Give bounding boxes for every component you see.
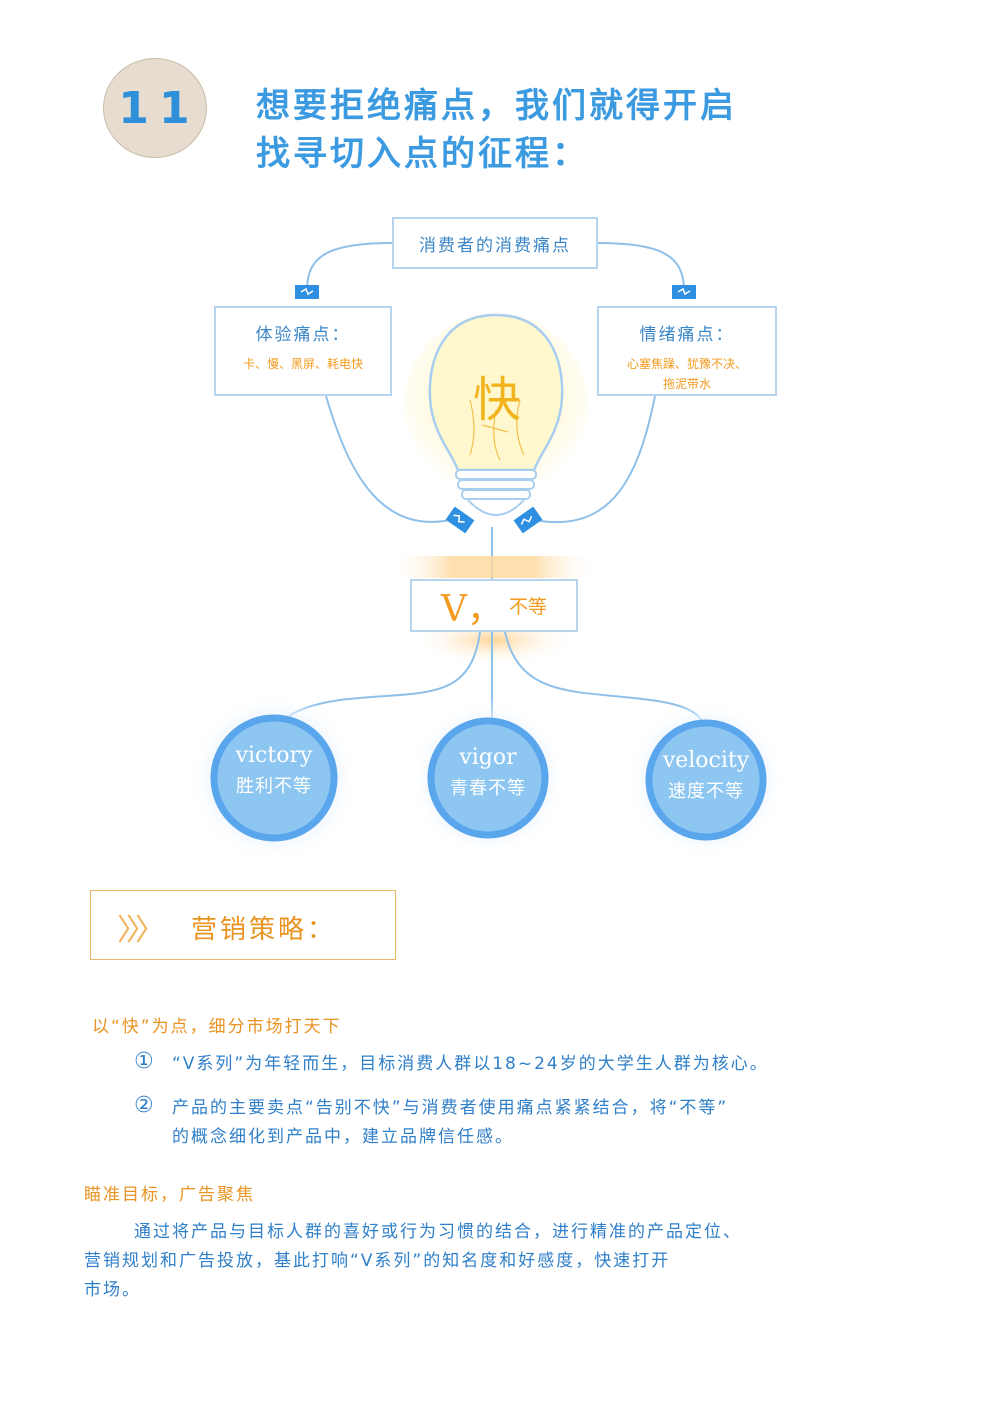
circle-2-cn: 青春不等: [450, 778, 526, 799]
consumer-pain-label: 消费者的消费痛点: [419, 235, 571, 256]
circle-3-cn: 速度不等: [668, 781, 744, 802]
bulb-tip: [467, 499, 525, 516]
orange-band: [390, 556, 596, 578]
circle-3-en: velocity: [662, 748, 750, 773]
bulb-base-1: [455, 469, 537, 480]
emotion-pain-detail-line1: 心塞焦躁、犹豫不决、: [626, 357, 747, 371]
v-series-box: V， 不等: [410, 579, 578, 632]
connector-top-left: [306, 242, 393, 291]
experience-pain-box: 体验痛点： 卡、慢、黑屏、耗电快: [214, 306, 392, 396]
emotion-pain-title: 情绪痛点：: [639, 325, 735, 345]
section2-line2: 营销规划和广告投放，基此打响“V系列”的知名度和好感度，快速打开: [84, 1251, 671, 1271]
circle-1: [210, 714, 338, 842]
bulb-character: 快: [472, 372, 521, 428]
section2-line1: 通过将产品与目标人群的喜好或行为习惯的结合，进行精准的产品定位、: [134, 1222, 742, 1242]
circle-1-text: victory 胜利不等: [214, 743, 334, 798]
chevron-right-icon: 〉〉〉: [117, 913, 165, 948]
badge-number: 11: [118, 82, 200, 134]
number-badge: 11: [103, 58, 207, 158]
bulb-plug-right: [513, 506, 543, 534]
bulb-plug-left: [445, 506, 475, 534]
circle-3: [645, 719, 767, 841]
connector-right-bulb: [534, 395, 656, 524]
experience-pain-title: 体验痛点：: [255, 325, 351, 345]
item2-text-line2: 的概念细化到产品中，建立品牌信任感。: [172, 1127, 514, 1147]
circle-1-cn: 胜利不等: [236, 776, 312, 797]
item1-number: ①: [134, 1049, 154, 1074]
circle-2: [427, 717, 549, 839]
item2-number: ②: [134, 1093, 154, 1118]
connector-top-right: [597, 242, 685, 291]
bulb-base-3: [461, 489, 531, 500]
bulb-base-2: [457, 479, 535, 490]
item1-text: “V系列”为年轻而生，目标消费人群以18~24岁的大学生人群为核心。: [172, 1054, 769, 1074]
section2-heading: 瞄准目标，广告聚焦: [84, 1185, 255, 1205]
emotion-pain-detail-line2: 拖泥带水: [662, 377, 711, 391]
strategy-label: 营销策略：: [191, 915, 337, 945]
circle-1-en: victory: [235, 743, 313, 768]
circle-2-en: vigor: [459, 745, 517, 770]
circle-2-text: vigor 青春不等: [428, 745, 548, 800]
item2-text-line1: 产品的主要卖点“告别不快”与消费者使用痛点紧紧结合，将“不等”: [172, 1098, 729, 1118]
strategy-header: 〉〉〉 营销策略：: [90, 890, 396, 960]
section1-heading: 以“快”为点，细分市场打天下: [92, 1017, 342, 1037]
consumer-pain-box: 消费者的消费痛点: [392, 217, 598, 269]
v-series-main: V，: [440, 588, 503, 630]
emotion-pain-detail: 心塞焦躁、犹豫不决、 拖泥带水: [605, 354, 769, 394]
page-title-line1: 想要拒绝痛点，我们就得开启: [256, 86, 737, 126]
connector-left-bulb: [325, 395, 451, 523]
circle-3-text: velocity 速度不等: [646, 748, 766, 803]
page-title-line2: 找寻切入点的征程：: [256, 134, 589, 174]
bulb-filament: [469, 399, 525, 461]
diagram-graphics: [188, 242, 786, 864]
v-series-sub: 不等: [508, 596, 547, 618]
experience-pain-detail: 卡、慢、黑屏、耗电快: [242, 357, 363, 371]
emotion-pain-box: 情绪痛点： 心塞焦躁、犹豫不决、 拖泥带水: [597, 306, 777, 396]
section2-line3: 市场。: [84, 1280, 141, 1300]
